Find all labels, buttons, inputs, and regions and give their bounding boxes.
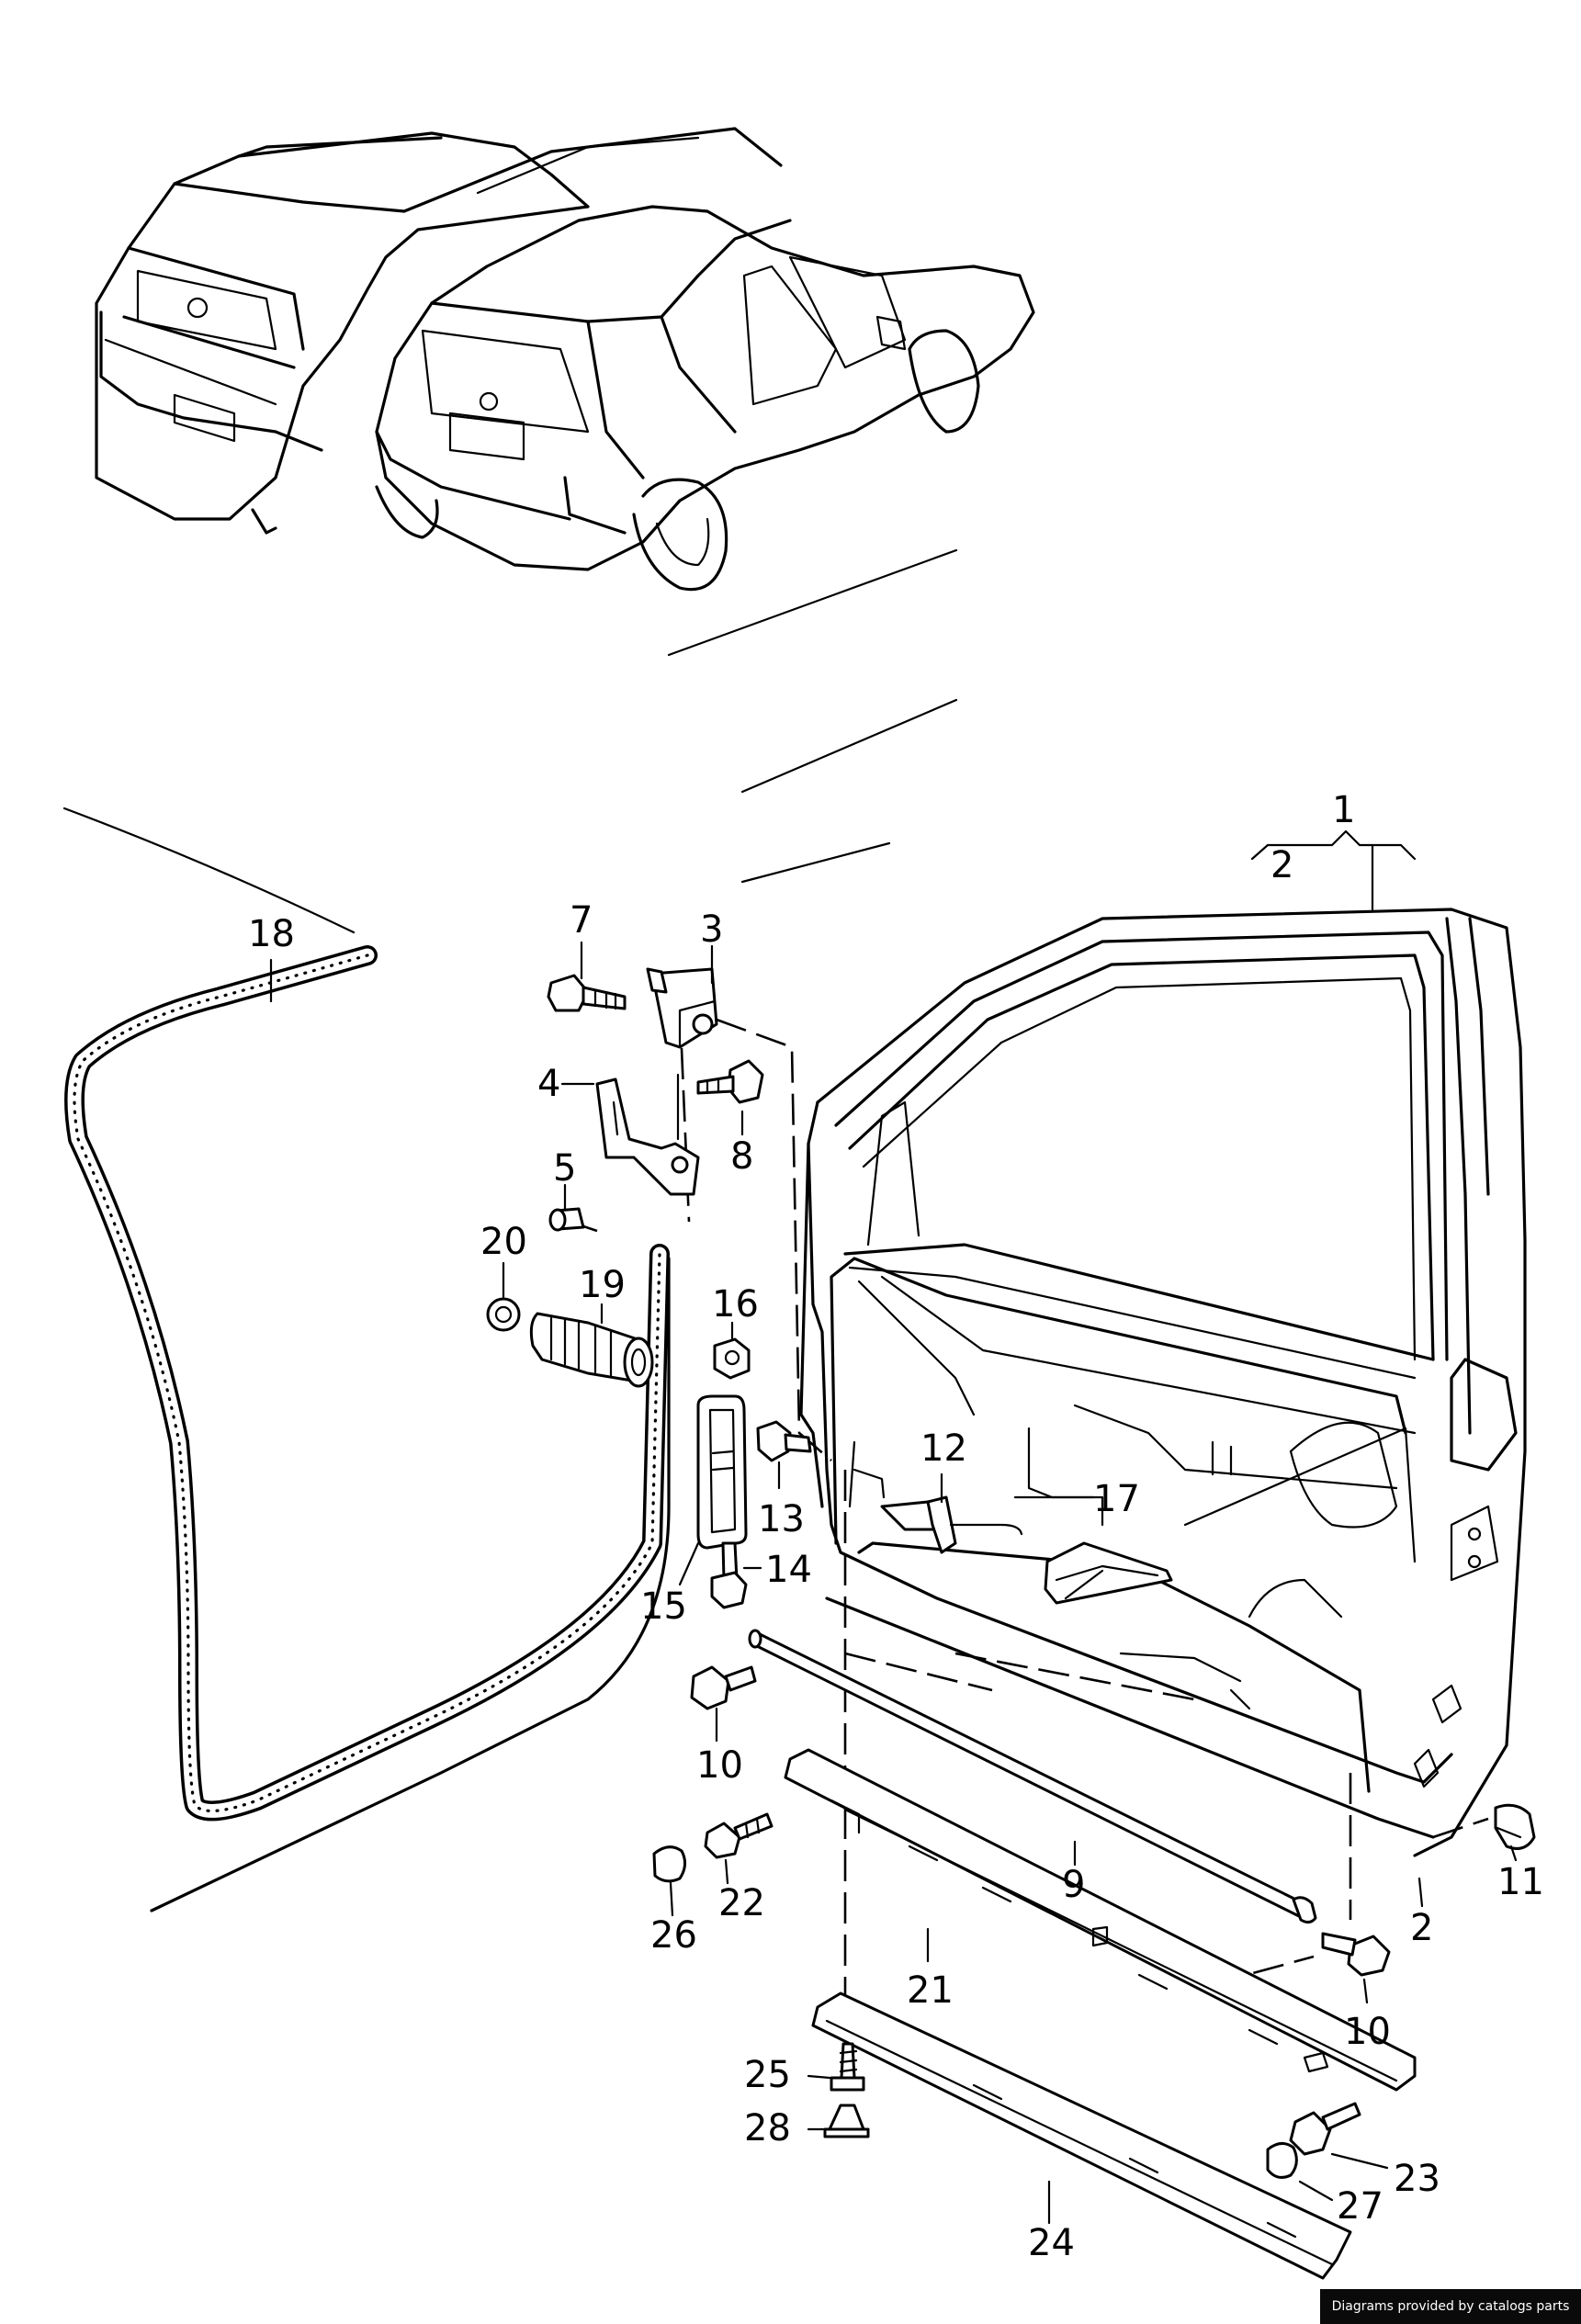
callout-7: 7 — [570, 899, 593, 942]
callout-27: 27 — [1337, 2185, 1383, 2228]
bolt-10b — [1321, 1932, 1391, 1977]
bolt-13 — [756, 1420, 812, 1462]
grommet-20 — [486, 1297, 521, 1332]
callout-10-left: 10 — [696, 1744, 743, 1787]
clip-25 — [830, 2042, 865, 2092]
callout-28: 28 — [744, 2107, 791, 2149]
callout-9: 9 — [1062, 1864, 1085, 1906]
callout-leaders — [269, 829, 1522, 2225]
door-shell — [799, 908, 1527, 1857]
screw-22 — [704, 1812, 774, 1859]
body-opening-outline — [62, 548, 958, 1912]
callout-5: 5 — [553, 1147, 576, 1190]
screw-23 — [1289, 2102, 1361, 2156]
door-hinge-3 — [646, 967, 718, 1049]
window-guide-17 — [1044, 1541, 1173, 1605]
rear-hatchback-illustration — [375, 205, 1035, 592]
callout-13: 13 — [758, 1498, 805, 1540]
plug-11 — [1494, 1803, 1536, 1850]
callout-8: 8 — [730, 1135, 753, 1178]
callout-20: 20 — [480, 1221, 527, 1263]
callout-10-right: 10 — [1344, 2011, 1391, 2053]
callout-24: 24 — [1028, 2222, 1075, 2264]
callout-12: 12 — [920, 1427, 967, 1470]
callout-14: 14 — [765, 1549, 812, 1591]
rear-sedan-illustration — [95, 127, 783, 539]
nut-16 — [713, 1337, 751, 1380]
callout-1: 1 — [1332, 789, 1355, 831]
callout-22: 22 — [718, 1882, 765, 1924]
sill-panel-24 — [811, 1991, 1352, 2280]
check-strap-15 — [696, 1394, 748, 1550]
credit-banner: Diagrams provided by catalogs parts — [1320, 2289, 1581, 2324]
hex-bolt-7 — [547, 974, 627, 1012]
clip-28 — [823, 2104, 870, 2138]
bolt-14 — [710, 1541, 748, 1609]
callout-18: 18 — [248, 913, 295, 955]
callout-3: 3 — [700, 908, 723, 951]
callout-25: 25 — [744, 2054, 791, 2096]
door-seal — [64, 945, 670, 1822]
sill-trim-21 — [784, 1748, 1417, 2092]
bolt-10a — [690, 1665, 757, 1710]
hex-bolt-8 — [696, 1059, 764, 1104]
grommet-19 — [529, 1312, 654, 1388]
cap-26 — [652, 1845, 686, 1883]
callout-21: 21 — [907, 1969, 954, 2012]
callout-26: 26 — [650, 1914, 697, 1957]
callout-15: 15 — [640, 1585, 687, 1628]
callout-23: 23 — [1394, 2158, 1440, 2200]
callout-11: 11 — [1497, 1861, 1544, 1903]
cap-27 — [1266, 2142, 1298, 2179]
callout-19: 19 — [579, 1264, 626, 1306]
callout-2-lower: 2 — [1410, 1907, 1433, 1949]
callout-16: 16 — [712, 1283, 759, 1326]
regulator-bracket-12 — [853, 1468, 1023, 1554]
door-hinge-4 — [595, 1073, 700, 1196]
callout-2-upper: 2 — [1270, 844, 1293, 886]
rod-9 — [748, 1629, 1317, 1924]
callout-17: 17 — [1093, 1478, 1140, 1520]
callout-labels: 1 2 3 4 5 7 8 9 10 10 11 12 13 14 15 16 … — [248, 789, 1544, 2264]
hinge-pin-5 — [548, 1207, 585, 1232]
callout-4: 4 — [537, 1063, 560, 1105]
